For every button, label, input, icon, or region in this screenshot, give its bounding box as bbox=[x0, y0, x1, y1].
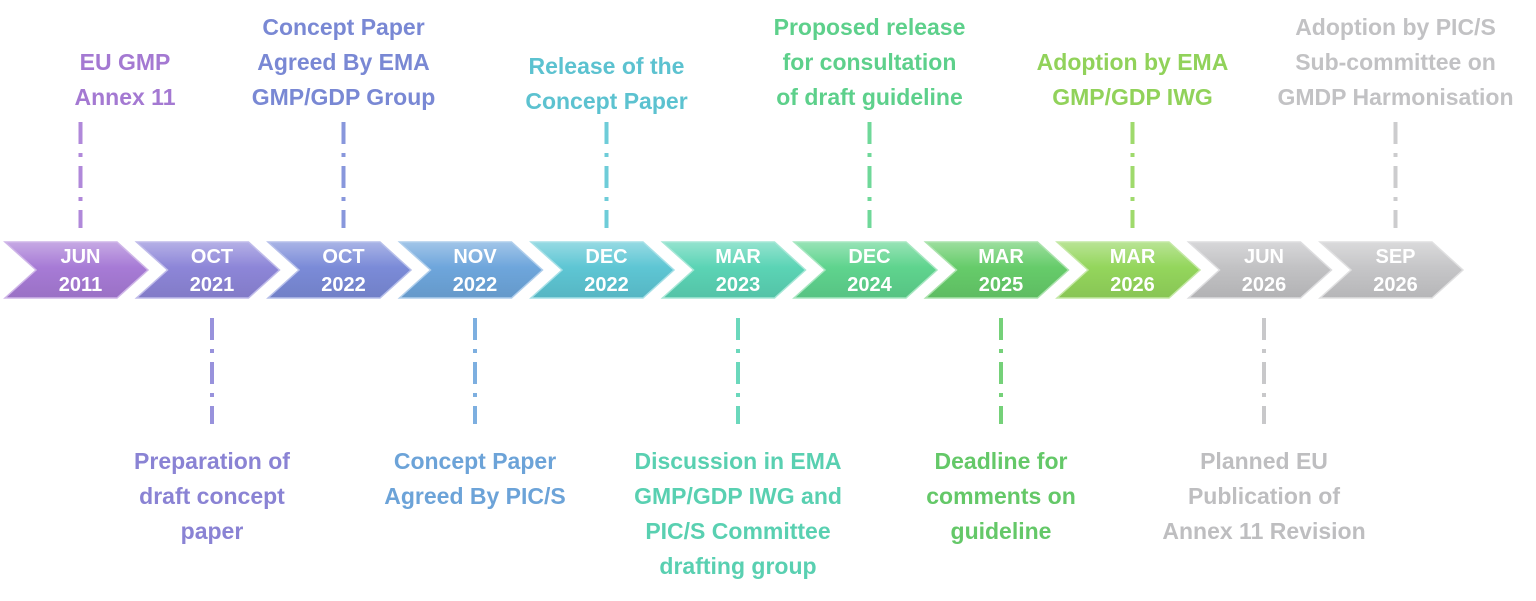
milestone-event-label: Concept Paper Agreed By PIC/S bbox=[384, 448, 566, 509]
milestone-chevron bbox=[792, 241, 939, 299]
milestone-year: 2023 bbox=[716, 274, 761, 296]
milestone-year: 2024 bbox=[847, 274, 892, 296]
milestone-event-label: Release of the Concept Paper bbox=[525, 53, 688, 114]
milestone-event-label: Proposed release for consultation of dra… bbox=[773, 14, 966, 110]
milestone-event-label: Planned EU Publication of Annex 11 Revis… bbox=[1162, 448, 1366, 544]
milestone-chevron bbox=[3, 241, 150, 299]
milestone-month: JUN bbox=[1244, 246, 1284, 268]
milestone-chevron bbox=[1318, 241, 1465, 299]
chevron-row: JUN 2011 OCT 2021 OCT 2022 NOV 2022 DEC 2022 MAR 20… bbox=[3, 241, 1465, 299]
milestone-month: JUN bbox=[60, 246, 100, 268]
milestone-year: 2022 bbox=[453, 274, 498, 296]
milestone-month: SEP bbox=[1375, 246, 1415, 268]
milestone-chevron bbox=[923, 241, 1070, 299]
milestone-month: NOV bbox=[453, 246, 497, 268]
milestone-year: 2026 bbox=[1110, 274, 1155, 296]
milestone-month: DEC bbox=[585, 246, 627, 268]
milestone-month: OCT bbox=[322, 246, 364, 268]
milestone-chevron bbox=[266, 241, 413, 299]
milestone-year: 2026 bbox=[1242, 274, 1287, 296]
milestone-year: 2022 bbox=[321, 274, 366, 296]
milestone-month: MAR bbox=[715, 246, 761, 268]
milestone-event-label: EU GMP Annex 11 bbox=[74, 49, 176, 110]
milestone-year: 2022 bbox=[584, 274, 629, 296]
milestone-chevron bbox=[1186, 241, 1333, 299]
milestone-month: MAR bbox=[1110, 246, 1156, 268]
milestone-month: OCT bbox=[191, 246, 233, 268]
milestone-chevron bbox=[529, 241, 676, 299]
milestone-chevron bbox=[134, 241, 281, 299]
milestone-event-label: Deadline for comments on guideline bbox=[926, 448, 1076, 544]
milestone-year: 2026 bbox=[1373, 274, 1418, 296]
milestone-year: 2011 bbox=[59, 274, 102, 296]
milestone-event-label: Concept Paper Agreed By EMA GMP/GDP Grou… bbox=[251, 14, 436, 110]
connector-lines bbox=[78, 122, 1398, 424]
milestone-chevron bbox=[660, 241, 807, 299]
milestone-month: MAR bbox=[978, 246, 1024, 268]
milestone-month: DEC bbox=[848, 246, 890, 268]
milestone-event-label: Discussion in EMA GMP/GDP IWG and PIC/S … bbox=[634, 448, 842, 579]
milestone-event-label: Preparation of draft concept paper bbox=[134, 448, 290, 544]
milestone-event-label: Adoption by PIC/S Sub-committee on GMDP … bbox=[1277, 14, 1514, 110]
milestone-year: 2021 bbox=[190, 274, 235, 296]
milestone-chevron bbox=[397, 241, 544, 299]
milestone-event-label: Adoption by EMA GMP/GDP IWG bbox=[1036, 49, 1229, 110]
milestone-chevron bbox=[1055, 241, 1202, 299]
milestone-year: 2025 bbox=[979, 274, 1024, 296]
